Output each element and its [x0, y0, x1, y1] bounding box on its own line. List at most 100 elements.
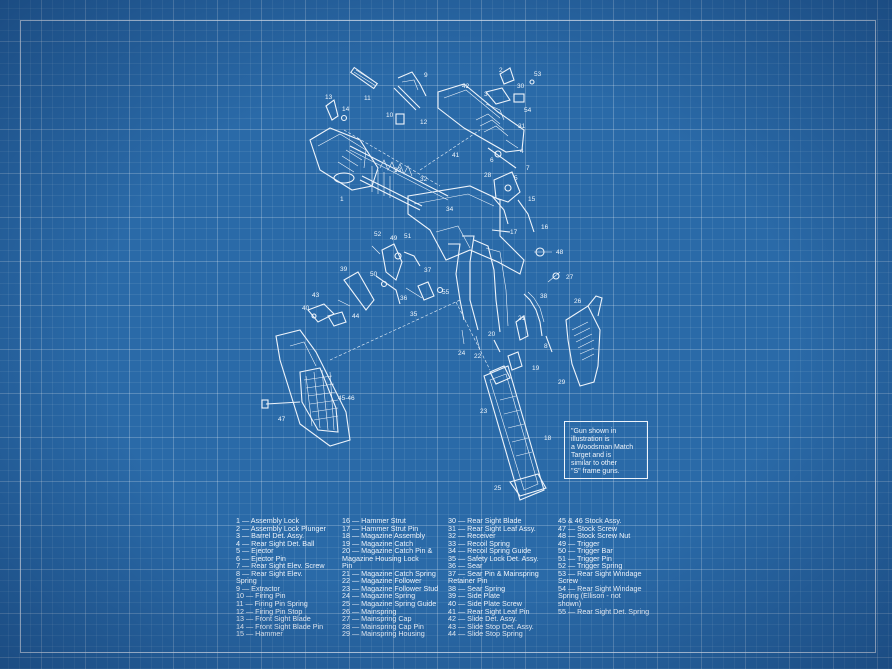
callout-53: 53 — [534, 71, 542, 78]
front-sight-blade-part — [325, 99, 348, 122]
legend-item: 55 — Rear Sight Det. Spring — [558, 606, 650, 616]
firing-pin-spring-part — [350, 66, 379, 90]
legend-item: 7 — Rear Sight Elev. Screw — [236, 561, 325, 571]
legend-item: 27 — Mainspring Cap — [342, 614, 412, 624]
barrel-assembly-part — [309, 127, 423, 211]
stock-grip-part — [275, 329, 351, 447]
legend-item: 39 — Side Plate — [448, 591, 500, 601]
recoil-spring-part — [379, 159, 413, 177]
callout-14: 14 — [342, 106, 350, 113]
legend-item: 19 — Magazine Catch — [342, 538, 414, 548]
callout-9: 9 — [424, 72, 428, 79]
callout-17: 17 — [510, 229, 518, 236]
stock-screw-part — [261, 399, 301, 409]
callout-40: 40 — [302, 305, 310, 312]
legend-item: 2 — Assembly Lock Plunger — [236, 523, 326, 533]
callout-4: 4 — [520, 148, 524, 155]
sear-parts — [343, 271, 423, 311]
legend-item: 30 — Rear Sight Blade — [448, 516, 522, 525]
legend-item: 50 — Trigger Bar — [558, 546, 613, 556]
legend-item: 28 — Mainspring Cap Pin — [342, 621, 424, 631]
callout-35: 35 — [410, 311, 418, 318]
legend-column-3: 30 — Rear Sight Blade 31 — Rear Sight Le… — [448, 517, 558, 638]
legend-item: 29 — Mainspring Housing — [342, 629, 425, 639]
callout-43: 43 — [312, 292, 320, 299]
callout-30: 30 — [517, 83, 525, 90]
parts-legend: 1 — Assembly Lock 2 — Assembly Lock Plun… — [236, 517, 668, 638]
callout-12: 12 — [420, 119, 428, 126]
legend-item: 26 — Mainspring — [342, 606, 397, 616]
callout-25: 25 — [494, 485, 502, 492]
legend-item: 8 — Rear Sight Elev. Spring — [236, 568, 303, 586]
callout-51: 51 — [404, 233, 412, 240]
firing-pin-part — [393, 85, 421, 111]
stock-screw-nut-part — [534, 247, 552, 257]
magazine-catch-parts — [461, 315, 529, 371]
rear-sight-parts — [485, 67, 535, 169]
legend-item: 54 — Rear Sight Windage Spring (Ellison … — [558, 583, 642, 609]
legend-item: 9 — Extractor — [236, 583, 280, 593]
callout-13: 13 — [325, 94, 333, 101]
callout-15: 15 — [528, 196, 536, 203]
magazine-part — [483, 365, 547, 501]
legend-item: 23 — Magazine Follower Stud — [342, 583, 439, 593]
callout-45-46: 45-46 — [338, 395, 355, 402]
legend-item: 37 — Sear Pin & Mainspring Retainer Pin — [448, 568, 539, 586]
callout-39: 39 — [340, 266, 348, 273]
callout-21: 21 — [518, 315, 526, 322]
legend-item: 1 — Assembly Lock — [236, 516, 300, 525]
callout-48: 48 — [556, 249, 564, 256]
callout-28: 28 — [484, 172, 492, 179]
legend-item: 16 — Hammer Strut — [342, 516, 406, 525]
callout-10: 10 — [386, 112, 394, 119]
callout-6: 6 — [490, 157, 494, 164]
legend-column-2: 16 — Hammer Strut 17 — Hammer Strut Pin … — [342, 517, 448, 638]
legend-item: 5 — Ejector — [236, 546, 274, 556]
legend-item: 13 — Front Sight Blade — [236, 614, 311, 624]
callout-49: 49 — [390, 235, 398, 242]
legend-item: 6 — Ejector Pin — [236, 553, 286, 563]
legend-item: 48 — Stock Screw Nut — [558, 531, 631, 541]
legend-item: 3 — Barrel Det. Assy. — [236, 531, 305, 541]
legend-item: 32 — Receiver — [448, 531, 496, 541]
callout-31: 31 — [518, 123, 526, 130]
alignment-lines — [329, 129, 491, 371]
callout-23: 23 — [480, 408, 488, 415]
slide-part — [437, 83, 525, 153]
legend-item: 45 & 46 Stock Assy. — [558, 516, 622, 525]
legend-item: 34 — Recoil Spring Guide — [448, 546, 532, 556]
callout-32: 32 — [420, 176, 428, 183]
callout-1: 1 — [340, 196, 344, 203]
legend-item: 42 — Slide Det. Assy. — [448, 614, 517, 624]
legend-item: 44 — Slide Stop Spring — [448, 629, 523, 639]
extractor-part — [397, 71, 427, 97]
legend-item: 52 — Trigger Spring — [558, 561, 623, 571]
legend-item: 25 — Magazine Spring Guide — [342, 599, 437, 609]
sheet-border — [20, 20, 876, 653]
hammer-part — [491, 171, 521, 225]
legend-column-4: 45 & 46 Stock Assy. 47 — Stock Screw 48 … — [558, 517, 668, 638]
firing-pin-stop-part — [395, 113, 405, 125]
callout-26: 26 — [574, 298, 582, 305]
callout-3: 3 — [484, 91, 488, 98]
safety-lock-part — [417, 281, 444, 301]
legend-item: 14 — Front Sight Blade Pin — [236, 621, 324, 631]
mainspring-part — [523, 291, 545, 337]
callout-41: 41 — [452, 152, 460, 159]
callout-54: 54 — [524, 107, 532, 114]
callout-55: 55 — [442, 289, 450, 296]
callout-16: 16 — [541, 224, 549, 231]
legend-item: 18 — Magazine Assembly — [342, 531, 426, 541]
legend-item: 4 — Rear Sight Det. Ball — [236, 538, 315, 548]
callout-11: 11 — [364, 95, 371, 102]
legend-item: 10 — Firing Pin — [236, 591, 286, 601]
callout-5: 5 — [514, 175, 518, 182]
callout-44: 44 — [352, 313, 360, 320]
legend-item: 12 — Firing Pin Stop — [236, 606, 303, 616]
legend-item: 21 — Magazine Catch Spring — [342, 568, 436, 578]
callout-38: 38 — [540, 293, 548, 300]
legend-item: 49 — Trigger — [558, 538, 600, 548]
callout-34: 34 — [446, 206, 454, 213]
callout-37: 37 — [424, 267, 432, 274]
